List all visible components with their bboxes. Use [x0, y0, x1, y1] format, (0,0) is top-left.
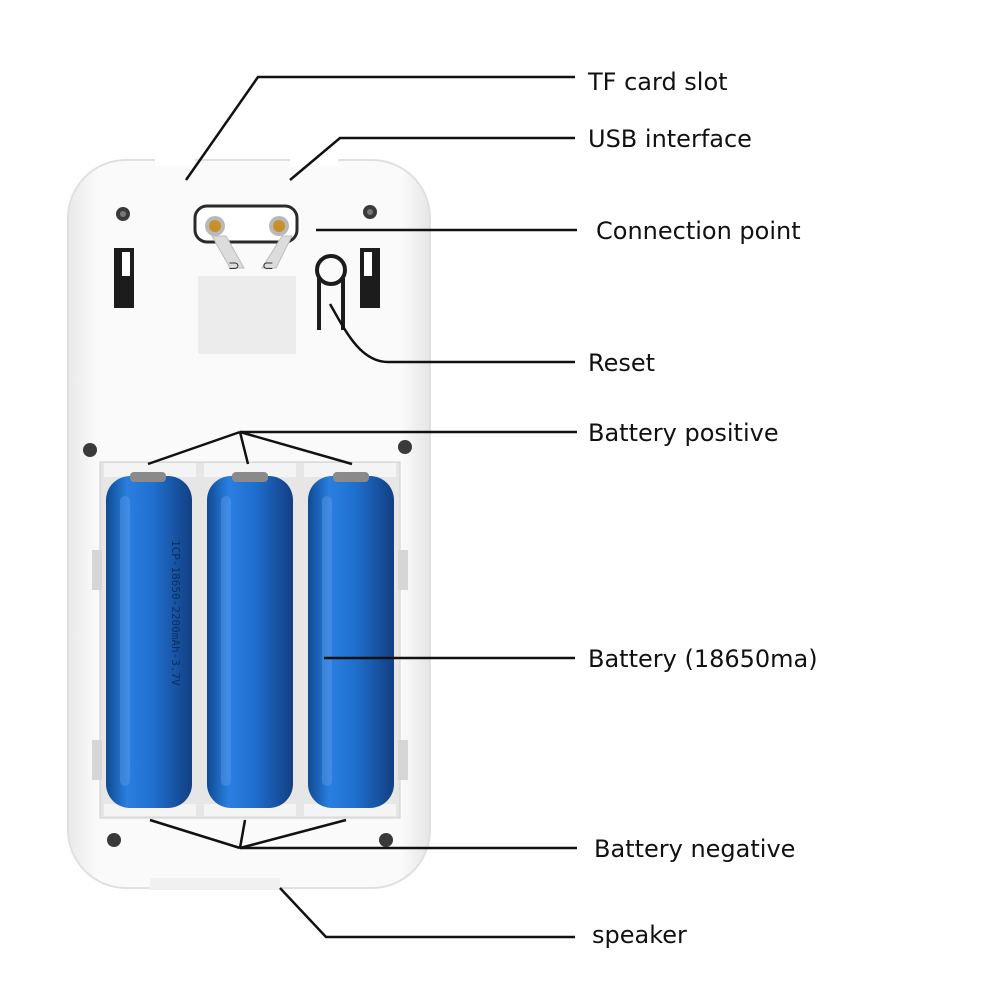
mount-clip-right: [360, 248, 380, 308]
leader-tf-card-slot: [184, 75, 575, 181]
leader-reset: [328, 303, 575, 364]
battery-cell: [207, 472, 293, 808]
terminal-lead-right: [261, 235, 293, 269]
mount-clip-left: [114, 248, 134, 308]
label-connection-point: Connection point: [596, 217, 801, 245]
label-battery-negative: Battery negative: [594, 835, 796, 863]
label-usb-interface: USB interface: [588, 125, 752, 153]
leader-lines: [147, 75, 577, 939]
screw-icon: [379, 833, 393, 847]
screw-icon: [107, 833, 121, 847]
label-battery-positive: Battery positive: [588, 419, 779, 447]
positive-contact: [204, 463, 296, 477]
screw-icon: [116, 207, 130, 221]
label-pad: [198, 276, 296, 354]
label-tf-card-slot: TF card slot: [588, 68, 728, 96]
reset-button[interactable]: [315, 254, 347, 330]
tray-clip: [92, 550, 102, 590]
tray-clip: [398, 740, 408, 780]
tf-card-slot-notch: [155, 156, 195, 166]
label-reset: Reset: [588, 349, 656, 377]
tray-clip: [92, 740, 102, 780]
tray-clip: [398, 550, 408, 590]
label-speaker: speaker: [592, 921, 687, 949]
battery-print-text: 1CP-18650-2200mAh-3.7V: [169, 540, 182, 686]
screw-icon: [363, 205, 377, 219]
speaker-notch: [150, 878, 280, 890]
terminal-mark-icon: ⊂: [262, 258, 274, 274]
terminal-icon: [205, 216, 225, 236]
battery-cell: [106, 472, 192, 808]
leader-usb-interface: [289, 136, 575, 181]
label-battery: Battery (18650ma): [588, 645, 818, 673]
battery-cell: [308, 472, 394, 808]
screw-icon: [83, 443, 97, 457]
positive-contact: [104, 463, 196, 477]
leader-speaker: [279, 887, 575, 939]
positive-contact: [304, 463, 396, 477]
terminal-lead-left: [211, 235, 245, 269]
screw-icon: [398, 440, 412, 454]
terminal-icon: [269, 216, 289, 236]
terminal-mark-icon: ⊃: [228, 258, 240, 274]
